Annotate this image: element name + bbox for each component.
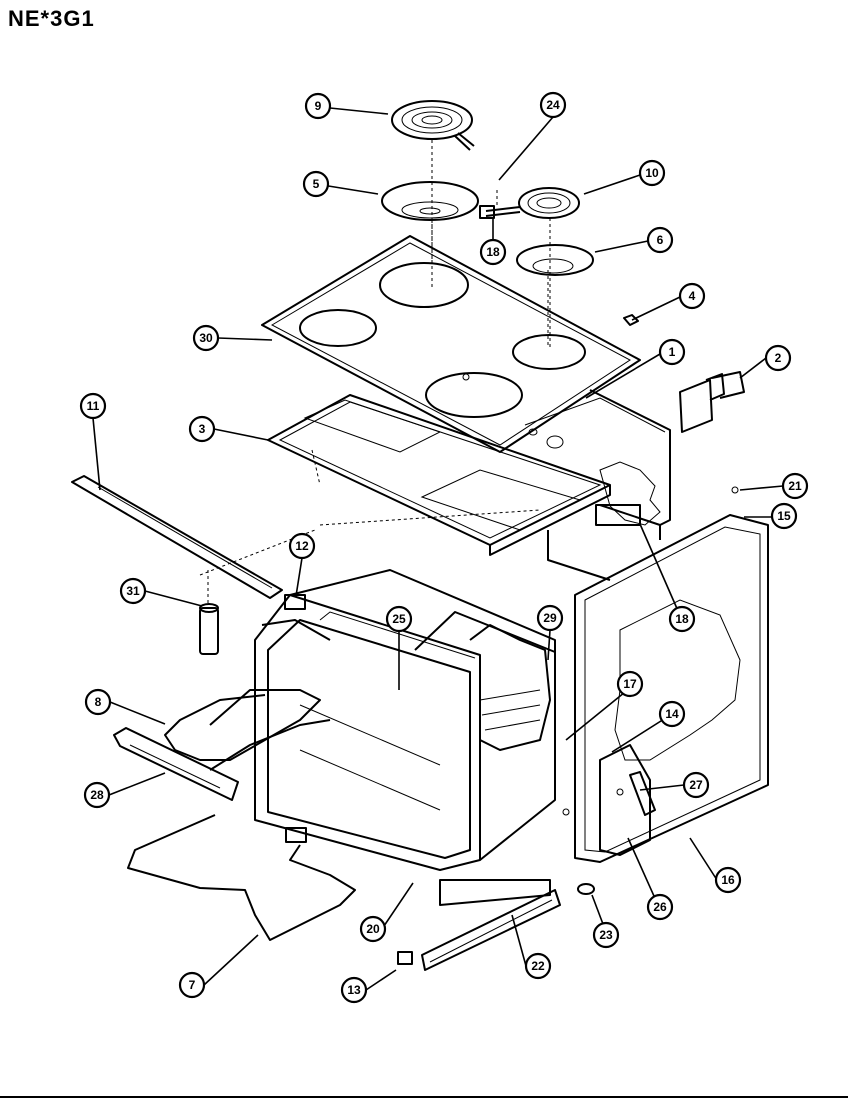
callout-17: 17 — [616, 670, 644, 698]
callout-25-label: 25 — [392, 612, 406, 626]
callout-3-label: 3 — [199, 422, 206, 436]
callout-29-label: 29 — [543, 611, 557, 625]
callout-31: 31 — [119, 577, 147, 605]
callout-29: 29 — [536, 604, 564, 632]
callout-16-label: 16 — [721, 873, 735, 887]
callout-24: 24 — [539, 91, 567, 119]
callout-2-label: 2 — [775, 351, 782, 365]
callout-3: 3 — [188, 415, 216, 443]
broil-element — [127, 814, 356, 941]
callout-22: 22 — [524, 952, 552, 980]
terminal-block — [562, 486, 739, 856]
callout-21: 21 — [781, 472, 809, 500]
surface-element-small — [479, 187, 580, 219]
callout-11: 11 — [79, 392, 107, 420]
callout-28: 28 — [83, 781, 111, 809]
callout-15-label: 15 — [777, 509, 791, 523]
callout-8-label: 8 — [95, 695, 102, 709]
callout-27: 27 — [682, 771, 710, 799]
callout-16: 16 — [714, 866, 742, 894]
bake-element — [164, 689, 331, 771]
callout-24-label: 24 — [546, 98, 560, 112]
callout-18-upper-label: 18 — [486, 245, 500, 259]
callout-6: 6 — [646, 226, 674, 254]
callout-15: 15 — [770, 502, 798, 530]
callout-17-label: 17 — [623, 677, 637, 691]
callout-1: 1 — [658, 338, 686, 366]
callout-5: 5 — [302, 170, 330, 198]
vent-trim — [113, 727, 239, 801]
callout-9-label: 9 — [315, 99, 322, 113]
callout-10-label: 10 — [645, 166, 659, 180]
callout-6-label: 6 — [657, 233, 664, 247]
callout-26-label: 26 — [653, 900, 667, 914]
callout-10: 10 — [638, 159, 666, 187]
bottom-rule — [0, 1096, 848, 1098]
callout-11-label: 11 — [87, 399, 100, 413]
callout-23-label: 23 — [599, 928, 613, 942]
drip-bowl-large — [381, 181, 479, 221]
callout-20: 20 — [359, 915, 387, 943]
callout-8: 8 — [84, 688, 112, 716]
callout-5-label: 5 — [313, 177, 320, 191]
callout-18-lower: 18 — [668, 605, 696, 633]
callout-12: 12 — [288, 532, 316, 560]
page-title: NE*3G1 — [8, 6, 95, 31]
callout-1-label: 1 — [669, 345, 676, 359]
callout-14: 14 — [658, 700, 686, 728]
control-bracket — [679, 371, 745, 433]
callout-26: 26 — [646, 893, 674, 921]
callout-20-label: 20 — [366, 922, 380, 936]
drip-bowl-small — [516, 244, 594, 276]
receptacle-clip — [623, 314, 639, 326]
surface-element-large — [391, 100, 475, 151]
callout-21-label: 21 — [788, 479, 802, 493]
callout-4-label: 4 — [689, 289, 696, 303]
callout-22-label: 22 — [531, 959, 545, 973]
callout-9: 9 — [304, 92, 332, 120]
glass-jar — [199, 603, 219, 655]
callout-14-label: 14 — [665, 707, 679, 721]
leveling-leg — [397, 883, 595, 965]
callout-18-upper: 18 — [479, 238, 507, 266]
side-panel — [574, 514, 769, 863]
callout-7-label: 7 — [189, 978, 196, 992]
cabinet-body — [524, 389, 671, 581]
callout-13: 13 — [340, 976, 368, 1004]
oven-bottom-rail — [421, 879, 561, 971]
callout-31-label: 31 — [126, 584, 140, 598]
callout-18-lower-label: 18 — [675, 612, 689, 626]
cooktop-panel — [261, 235, 641, 453]
callout-27-label: 27 — [689, 778, 703, 792]
callout-30: 30 — [192, 324, 220, 352]
callout-28-label: 28 — [90, 788, 104, 802]
callout-13-label: 13 — [347, 983, 361, 997]
front-rail — [71, 475, 283, 599]
callout-23: 23 — [592, 921, 620, 949]
callout-25: 25 — [385, 605, 413, 633]
cavity-insulation-and-wiring — [261, 619, 551, 751]
callout-12-label: 12 — [295, 539, 309, 553]
callout-30-label: 30 — [199, 331, 213, 345]
callout-7: 7 — [178, 971, 206, 999]
callout-2: 2 — [764, 344, 792, 372]
oven-cavity — [254, 569, 556, 871]
main-top — [267, 394, 611, 556]
callout-4: 4 — [678, 282, 706, 310]
